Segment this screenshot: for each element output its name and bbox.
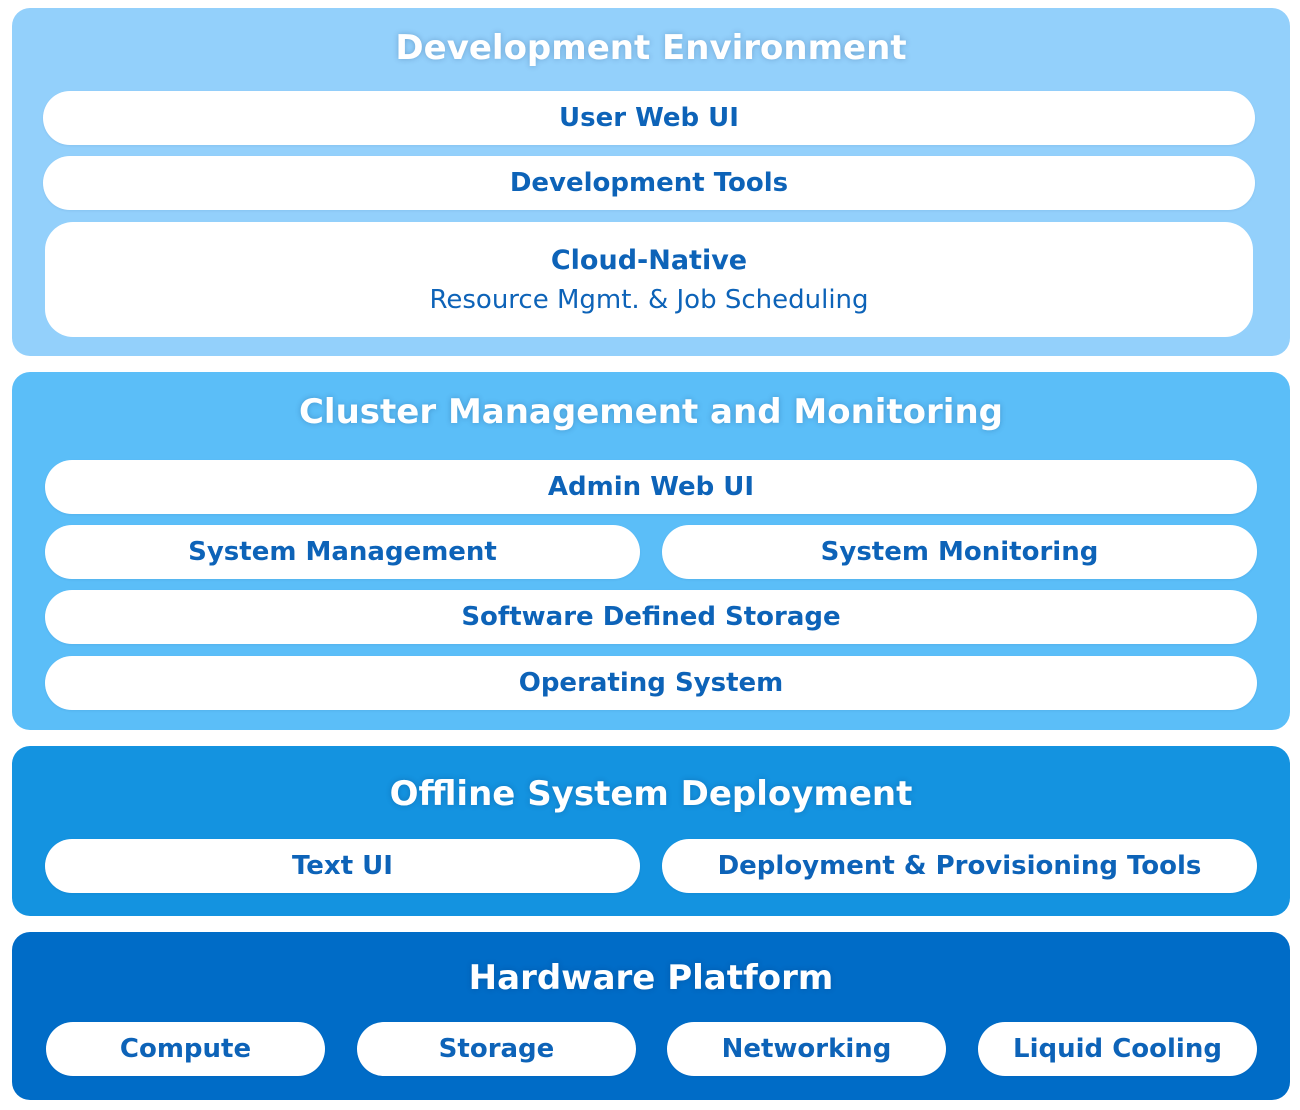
operating-system-box: Operating System [45, 656, 1257, 710]
storage-box: Storage [357, 1022, 636, 1076]
cluster-management-title: Cluster Management and Monitoring [298, 392, 1004, 432]
text-ui-box: Text UI [45, 839, 640, 893]
cloud-native-subtitle: Resource Mgmt. & Job Scheduling [429, 284, 869, 315]
provisioning-tools-box: Deployment & Provisioning Tools [662, 839, 1257, 893]
cloud-native-box: Cloud-Native Resource Mgmt. & Job Schedu… [45, 222, 1253, 337]
admin-web-ui-box: Admin Web UI [45, 460, 1257, 514]
liquid-cooling-box: Liquid Cooling [978, 1022, 1257, 1076]
system-management-box: System Management [45, 525, 640, 579]
user-web-ui-box: User Web UI [43, 91, 1255, 145]
cluster-management-layer: Cluster Management and Monitoring Admin … [12, 372, 1290, 730]
compute-box: Compute [46, 1022, 325, 1076]
offline-deployment-title: Offline System Deployment [389, 774, 913, 814]
hardware-platform-title: Hardware Platform [468, 958, 834, 998]
cloud-native-title: Cloud-Native [550, 244, 748, 276]
development-tools-box: Development Tools [43, 156, 1255, 210]
development-environment-title: Development Environment [395, 28, 907, 68]
system-monitoring-box: System Monitoring [662, 525, 1257, 579]
development-environment-layer: Development Environment User Web UI Deve… [12, 8, 1290, 356]
hardware-platform-layer: Hardware Platform Compute Storage Networ… [12, 932, 1290, 1100]
offline-deployment-layer: Offline System Deployment Text UI Deploy… [12, 746, 1290, 916]
software-defined-storage-box: Software Defined Storage [45, 590, 1257, 644]
networking-box: Networking [667, 1022, 946, 1076]
